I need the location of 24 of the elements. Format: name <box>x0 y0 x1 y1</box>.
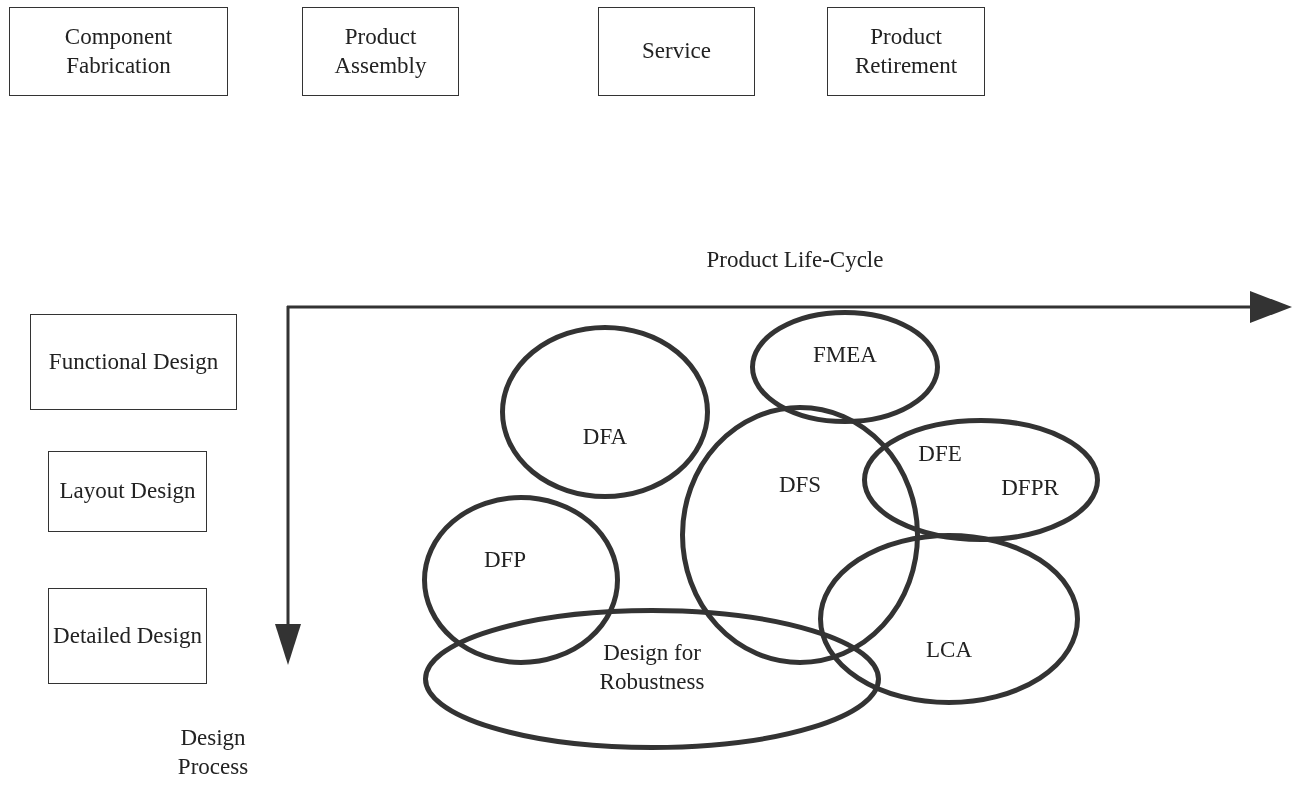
stage-box <box>48 451 207 532</box>
stage-box <box>9 7 228 96</box>
stage-label: Detailed Design <box>52 621 203 650</box>
stage-label: Product Retirement <box>853 22 959 80</box>
method-label: DFE <box>918 439 962 468</box>
stage-box <box>827 7 985 96</box>
method-label: FMEA <box>813 340 877 369</box>
axis-label: Design Process <box>176 724 250 781</box>
stage-box <box>598 7 755 96</box>
method-label: DFPR <box>1001 473 1059 502</box>
stage-box <box>48 588 207 684</box>
stage-box <box>30 314 237 410</box>
stage-box <box>302 7 459 96</box>
stage-label: Functional Design <box>47 347 220 376</box>
stage-label: Product Assembly <box>333 22 428 80</box>
method-label: DFA <box>582 422 628 451</box>
method-label: DFP <box>483 545 527 574</box>
axis-label: Product Life-Cycle <box>706 246 884 274</box>
method-label: LCA <box>926 635 972 664</box>
method-label: DFS <box>778 470 822 499</box>
stage-label: Component Fabrication <box>63 22 174 80</box>
method-label: Design for Robustness <box>598 639 706 696</box>
stage-label: Service <box>641 37 712 66</box>
stage-label: Layout Design <box>58 477 197 506</box>
